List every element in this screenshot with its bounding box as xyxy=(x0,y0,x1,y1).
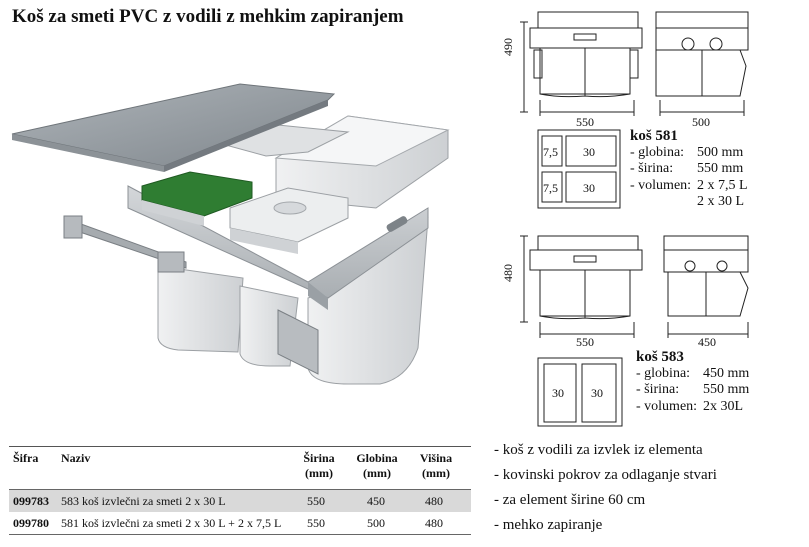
dim-top-height: 490 xyxy=(501,38,515,56)
dim-bottom-width-side: 450 xyxy=(698,335,716,349)
table-row: 099780 581 koš izvlečni za smeti 2 x 30 … xyxy=(9,512,471,535)
spec-581-table: - globina:500 mm - širina:550 mm - volum… xyxy=(630,144,748,210)
table-row: 099783 583 koš izvlečni za smeti 2 x 30 … xyxy=(9,489,471,512)
col-code: Šifra xyxy=(13,451,39,465)
product-table: Šifra Naziv Širina(mm) Globina(mm) Višin… xyxy=(9,446,471,535)
feature-item: - kovinski pokrov za odlaganje stvari xyxy=(494,467,717,483)
spec-581: koš 581 - globina:500 mm - širina:550 mm… xyxy=(630,128,748,211)
col-width: Širina(mm) xyxy=(303,451,335,480)
plan581-cell-a: 7,5 xyxy=(543,145,558,159)
plan581-cell-b: 30 xyxy=(583,145,595,159)
plan583-cell-b: 30 xyxy=(591,386,603,400)
plan583-cell-a: 30 xyxy=(552,386,564,400)
table-header: Šifra Naziv Širina(mm) Globina(mm) Višin… xyxy=(9,446,471,489)
spec-583-table: - globina:450 mm - širina:550 mm - volum… xyxy=(636,365,750,414)
spec-583: koš 583 - globina:450 mm - širina:550 mm… xyxy=(636,349,749,415)
col-depth: Globina(mm) xyxy=(356,451,398,480)
col-height: Višina(mm) xyxy=(419,451,453,480)
feature-item: - mehko zapiranje xyxy=(494,517,603,533)
dim-top-width-side: 500 xyxy=(692,115,710,129)
plan581-cell-c: 7,5 xyxy=(543,181,558,195)
plan581-cell-d: 30 xyxy=(583,181,595,195)
dim-bottom-width-front: 550 xyxy=(576,335,594,349)
dim-top-width-front: 550 xyxy=(576,115,594,129)
feature-item: - koš z vodili za izvlek iz elementa xyxy=(494,442,703,458)
feature-list: - koš z vodili za izvlek iz elementa - k… xyxy=(494,438,717,538)
feature-item: - za element širine 60 cm xyxy=(494,492,646,508)
spec-581-title: koš 581 xyxy=(630,128,678,144)
product-illustration xyxy=(11,83,450,385)
spec-583-title: koš 583 xyxy=(636,349,684,365)
col-name: Naziv xyxy=(61,451,91,465)
dim-bottom-height: 480 xyxy=(501,264,515,282)
page-title: Koš za smeti PVC z vodili z mehkim zapir… xyxy=(12,6,404,27)
